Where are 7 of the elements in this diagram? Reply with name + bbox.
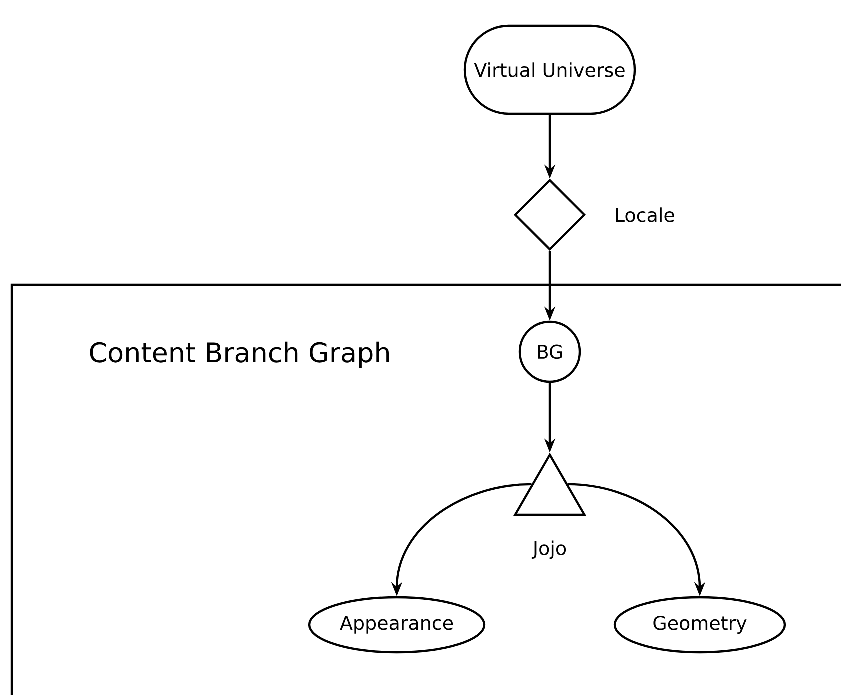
ellipse-node: Geometry [614, 596, 786, 654]
region-heading: Content Branch Graph [90, 342, 390, 368]
ellipse-node: Appearance [308, 596, 486, 654]
circle-node: BG [518, 320, 582, 384]
node-caption: Jojo [532, 540, 566, 560]
rounded-box: Virtual Universe [464, 24, 636, 116]
node-caption: Locale [616, 208, 674, 222]
